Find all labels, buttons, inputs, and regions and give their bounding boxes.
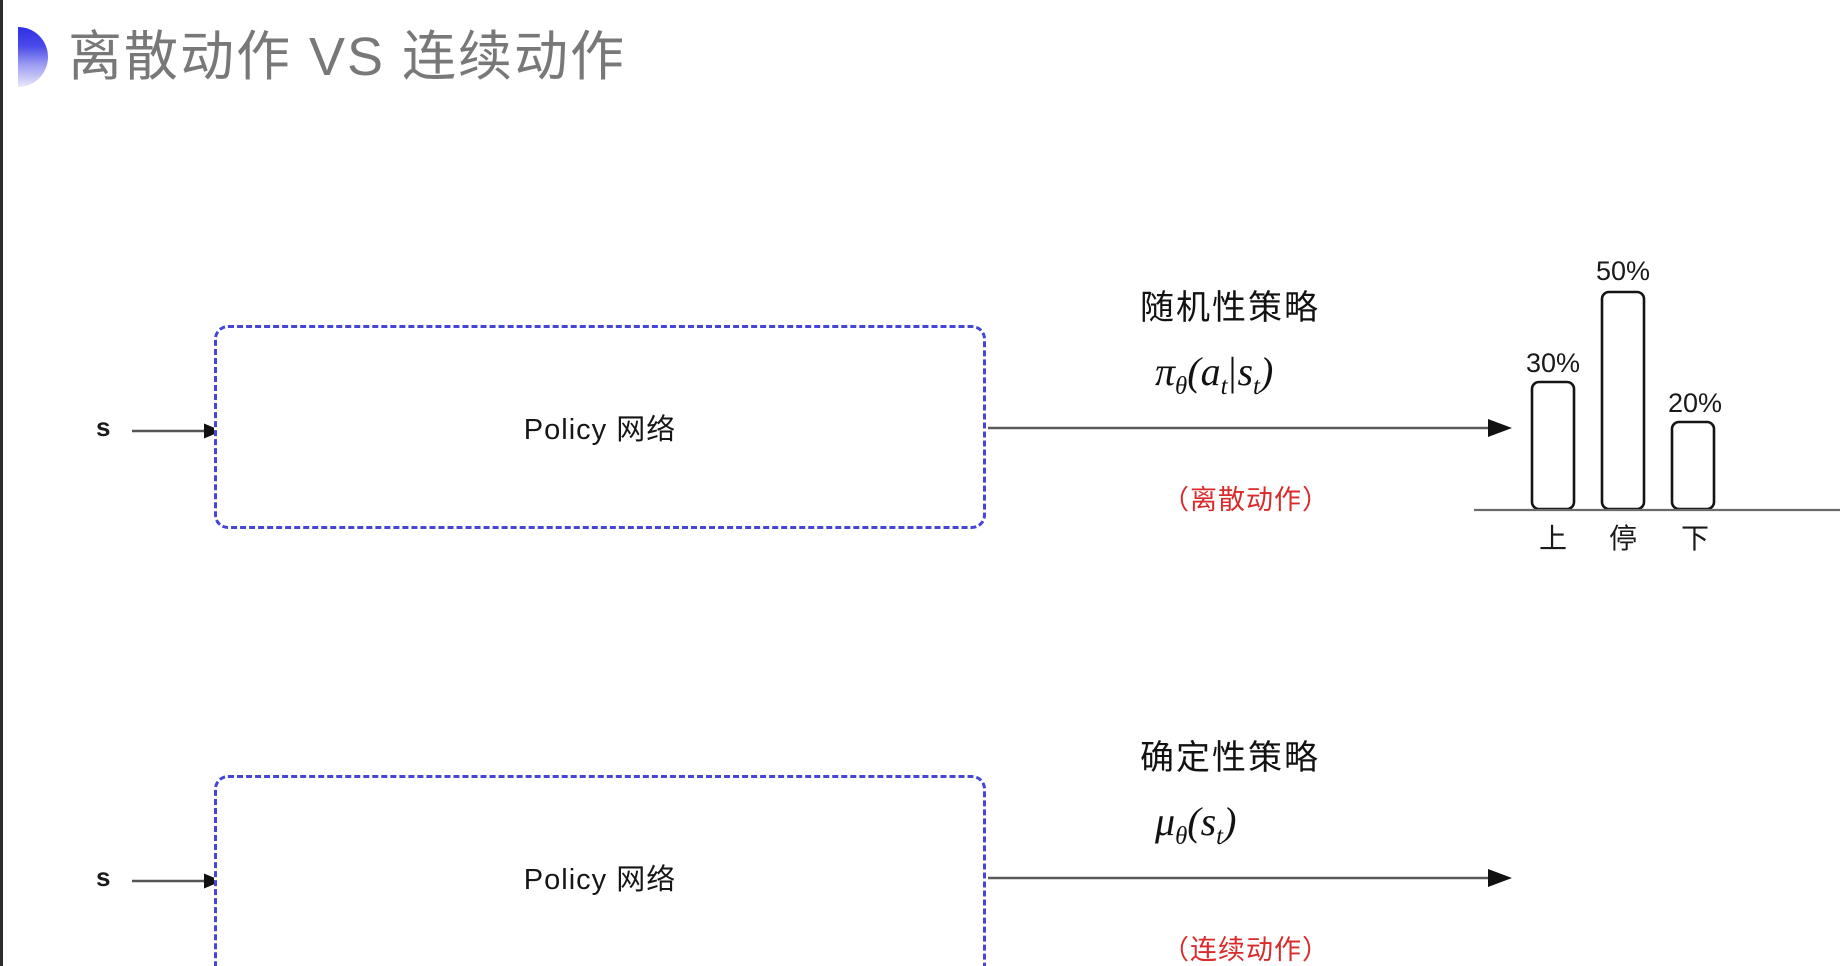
output-arrow-continuous xyxy=(988,869,1512,887)
policy-formula-continuous: μθ(st) xyxy=(1155,798,1236,851)
bar-chart-category-labels: 上 停 下 xyxy=(1539,523,1709,554)
continuous-action-row: s Policy 网络 确定性策略 μθ(st) （连续动作） xyxy=(0,570,1846,966)
formula-arg1-sub: t xyxy=(1216,823,1224,850)
policy-network-label: Policy 网络 xyxy=(523,864,677,896)
formula-open-paren: ( xyxy=(1187,349,1201,394)
formula-arg2-sub: t xyxy=(1253,373,1260,400)
policy-network-box-continuous[interactable]: Policy 网络 xyxy=(214,775,986,966)
action-kind-discrete: （离散动作） xyxy=(1162,485,1330,515)
policy-network-box-discrete[interactable]: Policy 网络 xyxy=(214,325,986,529)
discrete-action-row: s Policy 网络 随机性策略 πθ(at|st) （离散动作） xyxy=(0,120,1846,554)
policy-kind-discrete: 随机性策略 xyxy=(1140,289,1320,327)
formula-head-sub: θ xyxy=(1175,823,1188,850)
title-decoration-icon xyxy=(18,27,48,87)
formula-arg1-sub: t xyxy=(1220,373,1228,400)
formula-close-paren: ) xyxy=(1259,349,1274,394)
discrete-action-bar-chart: 30% 50% 20% 上 停 下 xyxy=(1474,256,1840,554)
policy-formula-discrete: πθ(at|st) xyxy=(1155,348,1273,401)
bar-category-label-up: 上 xyxy=(1539,523,1567,554)
action-kind-continuous: （连续动作） xyxy=(1162,935,1330,965)
formula-arg2: s xyxy=(1237,349,1254,394)
bar-value-label-down: 20% xyxy=(1668,388,1722,418)
policy-network-label: Policy 网络 xyxy=(523,414,677,446)
bar-category-label-down: 下 xyxy=(1681,523,1709,554)
state-label-continuous: s xyxy=(96,862,111,892)
formula-open-paren: ( xyxy=(1187,799,1201,844)
formula-arg1: s xyxy=(1200,799,1217,844)
bar-category-label-stop: 停 xyxy=(1609,523,1637,554)
bar-up xyxy=(1530,380,1576,511)
bar-chart-value-labels: 30% 50% 20% xyxy=(1526,256,1722,418)
formula-head-sub: θ xyxy=(1175,373,1188,400)
formula-head: μ xyxy=(1155,799,1176,844)
formula-arg1: a xyxy=(1200,349,1221,394)
formula-separator: | xyxy=(1228,349,1237,394)
bar-value-label-up: 30% xyxy=(1526,348,1580,378)
left-edge-strip xyxy=(0,0,3,966)
input-arrow-discrete xyxy=(132,423,222,439)
policy-kind-continuous: 确定性策略 xyxy=(1140,739,1320,777)
bar-stop xyxy=(1600,290,1646,511)
formula-head: π xyxy=(1155,349,1176,394)
bar-down xyxy=(1670,420,1716,511)
bar-value-label-stop: 50% xyxy=(1596,256,1650,286)
formula-close-paren: ) xyxy=(1223,799,1237,844)
output-arrow-discrete xyxy=(988,419,1512,437)
state-label-discrete: s xyxy=(96,412,111,442)
input-arrow-continuous xyxy=(132,873,222,889)
page-title: 离散动作 VS 连续动作 xyxy=(68,27,627,87)
